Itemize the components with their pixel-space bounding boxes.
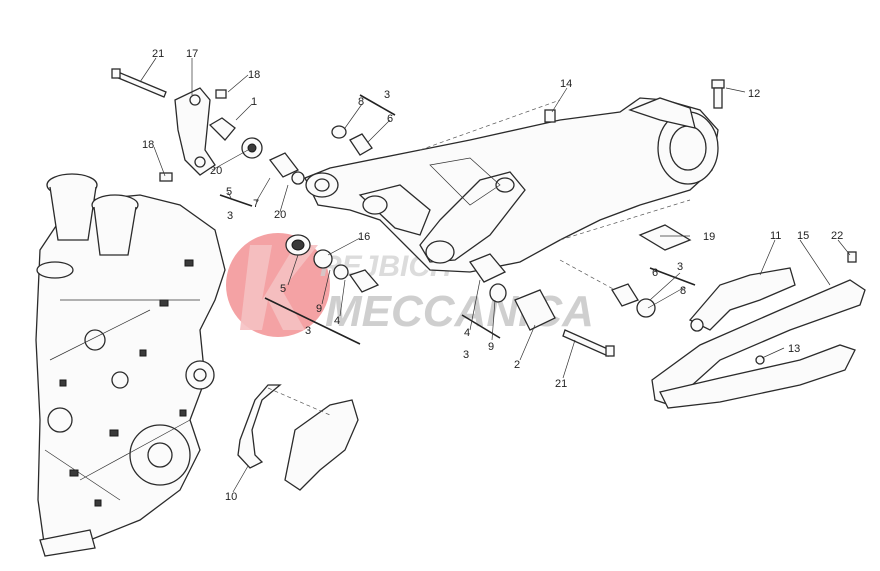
label-14: 14 (560, 78, 572, 90)
label-7: 7 (253, 198, 259, 210)
label-15: 15 (797, 230, 809, 242)
label-11: 11 (770, 230, 781, 242)
label-5-lower: 5 (280, 283, 286, 295)
watermark-line2: MECCANICA (325, 287, 594, 336)
part-labels: 21 17 18 1 18 20 5 3 7 20 8 3 6 14 12 16… (142, 48, 843, 503)
bracket-17 (174, 87, 216, 176)
label-13: 13 (788, 343, 800, 355)
label-3-upper: 3 (384, 89, 390, 101)
sprocket-cover-10 (237, 384, 359, 491)
label-17: 17 (186, 48, 198, 60)
label-1: 1 (251, 96, 257, 108)
label-3-lower-left: 3 (305, 325, 311, 337)
bolt-21-lower (562, 329, 615, 357)
label-5-left: 5 (226, 186, 232, 198)
bolt-21-upper (111, 68, 167, 98)
label-16: 16 (358, 231, 370, 243)
label-18-lower: 18 (142, 139, 154, 151)
swingarm (304, 97, 719, 273)
screw-22 (847, 251, 857, 263)
bushing-1 (208, 117, 263, 159)
circlip-5-3-left (219, 194, 253, 207)
label-20-left: 20 (210, 165, 222, 177)
bolt-18-lower (159, 172, 173, 182)
bolt-12 (711, 79, 725, 109)
label-4-left: 4 (334, 315, 340, 327)
label-6-upper: 6 (387, 113, 393, 125)
label-19: 19 (703, 231, 715, 243)
label-6-right: 6 (652, 267, 658, 279)
label-20-right: 20 (274, 209, 286, 221)
pin-14 (544, 109, 556, 123)
bolt-18-upper (215, 89, 227, 99)
right-bushings (559, 259, 696, 318)
label-10: 10 (225, 491, 237, 503)
label-2: 2 (514, 359, 520, 371)
chain-guard-lower (659, 344, 856, 409)
label-9-left: 9 (316, 303, 322, 315)
label-9-center: 9 (488, 341, 494, 353)
label-8-upper: 8 (358, 96, 364, 108)
screw-13 (755, 355, 765, 365)
seal-8-upper (331, 94, 396, 156)
label-22: 22 (831, 230, 843, 242)
spacer-20 (268, 152, 305, 185)
label-8-right: 8 (680, 285, 686, 297)
label-21-lower: 21 (555, 378, 567, 390)
label-3-right: 3 (677, 261, 683, 273)
label-21-upper: 21 (152, 48, 164, 60)
bracket-11 (688, 267, 796, 332)
label-3-left: 3 (227, 210, 233, 222)
bearing-set-center (461, 253, 556, 339)
label-4-center: 4 (464, 327, 470, 339)
plate-19 (638, 224, 692, 251)
label-18-upper: 18 (248, 69, 260, 81)
leader-lines (139, 57, 851, 493)
engine-block (35, 173, 226, 557)
label-3-center: 3 (463, 349, 469, 361)
label-12: 12 (748, 88, 760, 100)
